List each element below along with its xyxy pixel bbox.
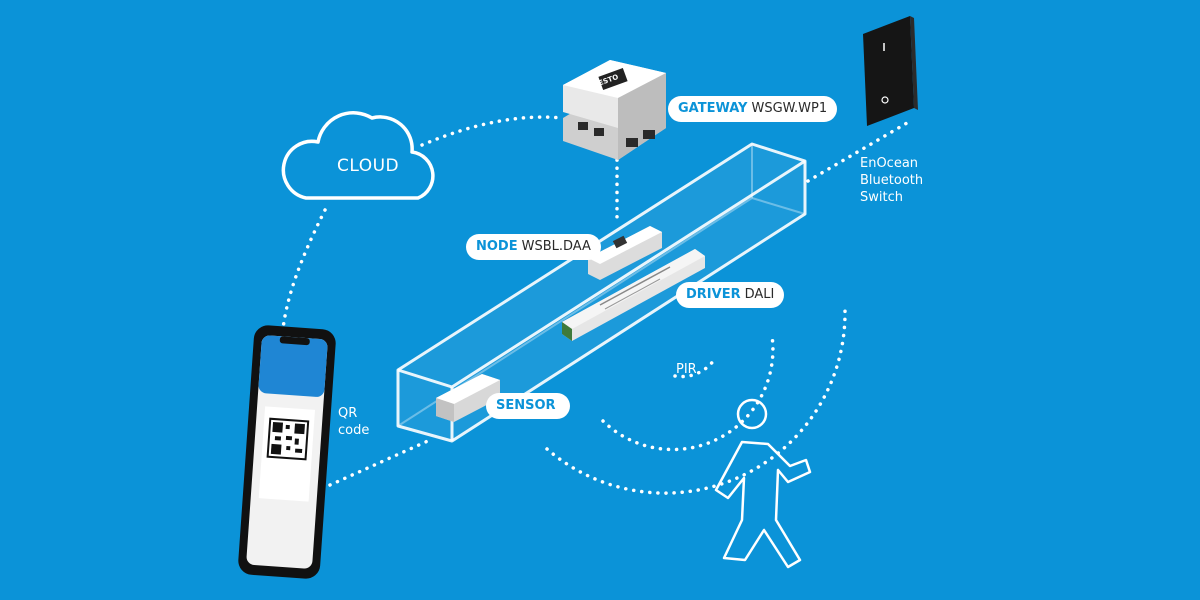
gateway-label-model: WSGW.WP1 <box>751 101 828 116</box>
pir-arc-middle <box>601 334 775 452</box>
qr-label-line1: QR <box>338 406 358 421</box>
driver-label-model: DALI <box>744 287 775 302</box>
sensor-label-bold: SENSOR <box>496 398 556 413</box>
node-label-bold: NODE <box>476 239 518 254</box>
enocean-switch-device <box>863 16 918 126</box>
smartphone <box>238 325 336 579</box>
switch-label-line2: Bluetooth <box>860 173 924 188</box>
walking-person-icon <box>714 398 812 569</box>
cloud-to-gateway-link <box>420 115 564 147</box>
driver-label-bold: DRIVER <box>686 287 741 302</box>
pir-arc-inner <box>673 355 718 379</box>
node-device <box>588 226 662 280</box>
phone-to-sensor-link <box>328 438 432 487</box>
qr-label-line2: code <box>338 423 370 438</box>
switch-label: EnOcean Bluetooth Switch <box>860 155 923 206</box>
switch-label-line1: EnOcean <box>860 156 919 171</box>
gateway-device <box>563 60 666 160</box>
cloud-to-phone-link <box>280 208 327 340</box>
driver-device <box>562 249 705 341</box>
sensor-label: SENSOR <box>486 393 570 419</box>
qr-code-icon <box>266 417 310 461</box>
connection-lines <box>280 115 914 495</box>
qr-code-label: QR code <box>338 405 369 439</box>
switch-label-line3: Switch <box>860 190 903 205</box>
sensor-device <box>436 374 500 422</box>
gateway-label-bold: GATEWAY <box>678 101 748 116</box>
node-label-model: WSBL.DAA <box>521 239 591 254</box>
cloud-icon <box>281 111 435 200</box>
cloud-label: CLOUD <box>337 156 400 176</box>
pir-label: PIR <box>676 362 697 377</box>
